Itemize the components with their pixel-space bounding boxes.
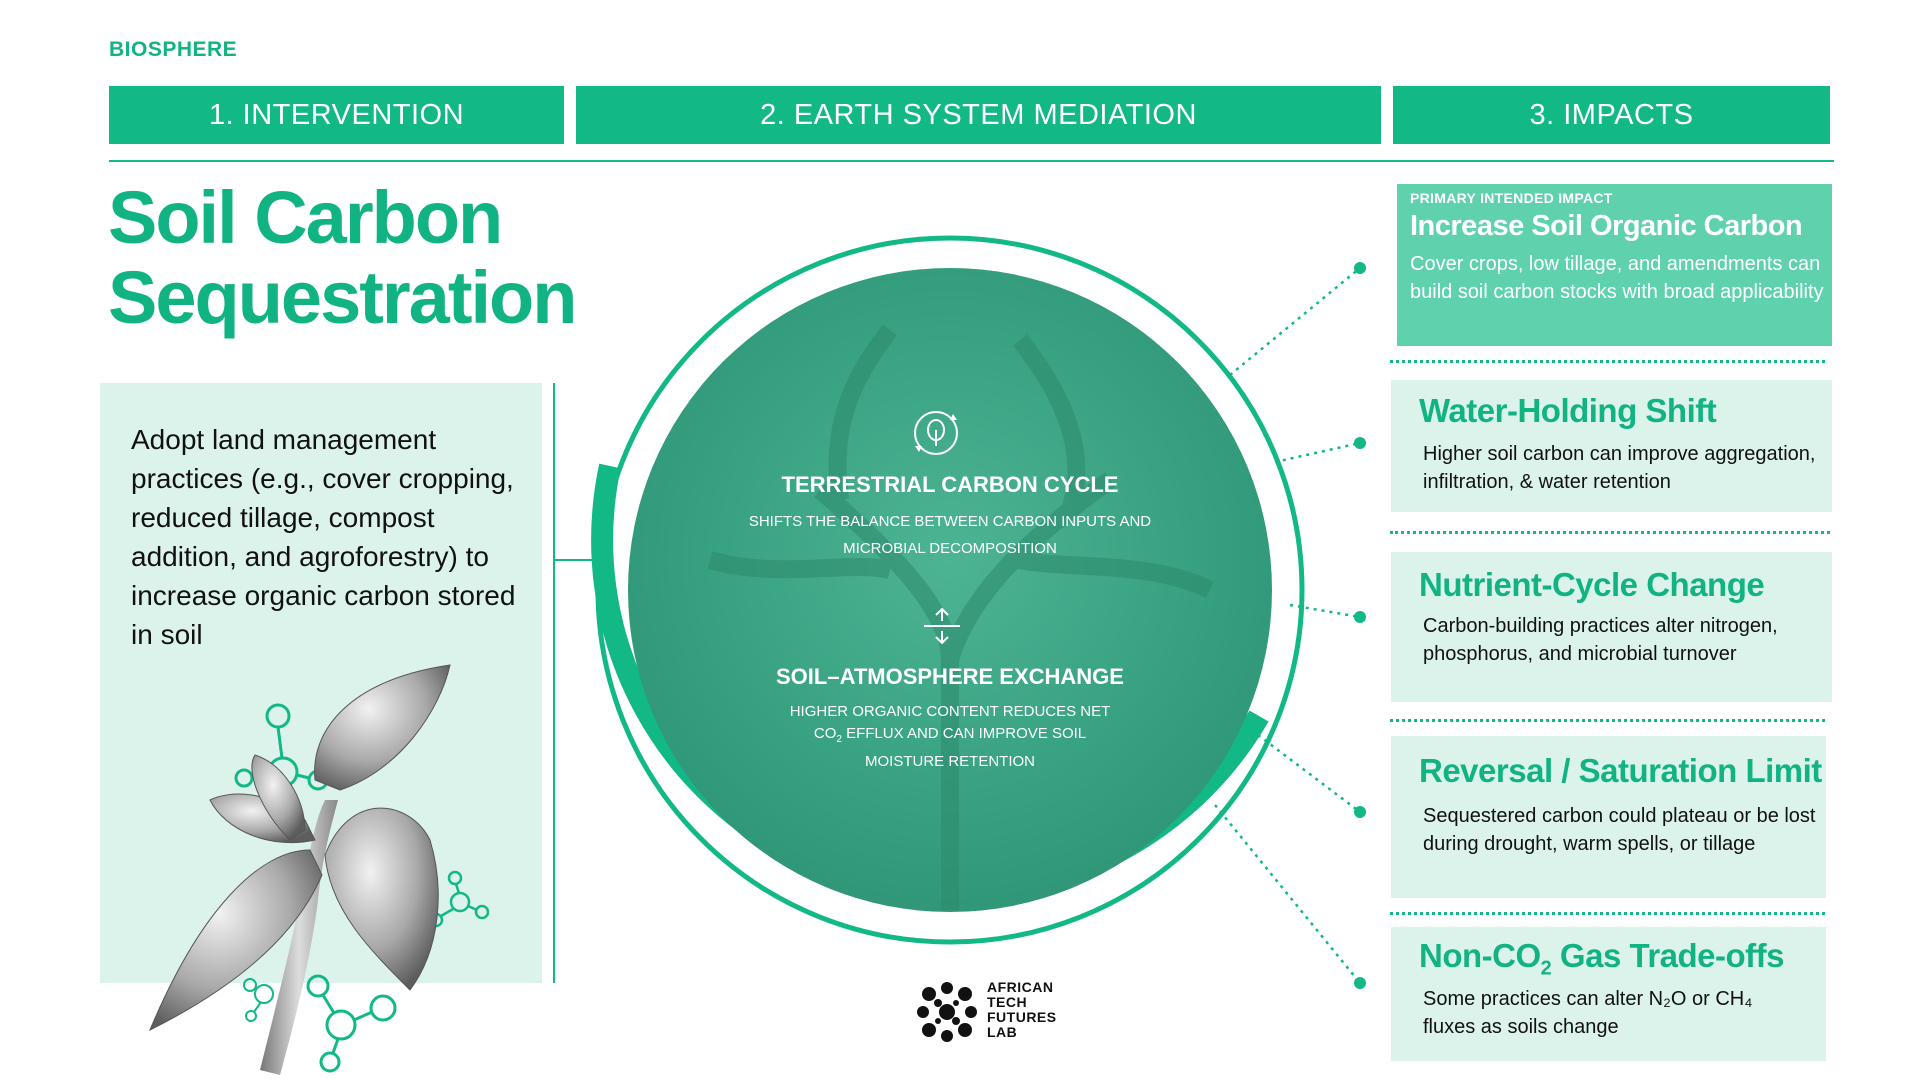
connector-dot-1 (1354, 262, 1366, 274)
intervention-connector-horizontal (555, 559, 610, 561)
impact-nutrient-text: Carbon-building practices alter nitrogen… (1423, 615, 1778, 665)
intervention-title-line1: Soil Carbon (108, 176, 503, 259)
intervention-title: Soil Carbon Sequestration (108, 178, 628, 338)
mediation-block1-text-line1: SHIFTS THE BALANCE BETWEEN CARBON INPUTS… (748, 513, 1152, 530)
logo-line3: FUTURES (987, 1009, 1057, 1025)
header-intervention: 1. INTERVENTION (109, 86, 564, 144)
logo-line2: TECH (987, 994, 1028, 1010)
logo-text: AFRICAN TECH FUTURES LAB (987, 980, 1057, 1040)
molecule-bottom (306, 974, 397, 1073)
intervention-connector-vertical (553, 383, 555, 983)
mediation-block2-text: HIGHER ORGANIC CONTENT REDUCES NET CO2 E… (690, 701, 1210, 773)
intervention-description: Adopt land management practices (e.g., c… (131, 424, 516, 650)
logo-line4: LAB (987, 1024, 1018, 1040)
impact-nutrient-title: Nutrient-Cycle Change (1419, 566, 1765, 603)
tree-cycle-icon (914, 411, 958, 455)
impact-separator-1 (1390, 360, 1825, 363)
exchange-arrows-icon (924, 607, 960, 645)
inner-disc (628, 268, 1272, 912)
mediation-block1-text: SHIFTS THE BALANCE BETWEEN CARBON INPUTS… (690, 508, 1210, 562)
seedling-illustration (149, 664, 490, 1075)
impact-nonco2-card: Non-CO2 Gas Trade-offs Some practices ca… (1391, 927, 1826, 1061)
connector-dot-3 (1354, 611, 1366, 623)
impact-reversal-title: Reversal / Saturation Limit (1419, 752, 1822, 789)
earth-system-circle (591, 235, 1305, 945)
mediation-block2-text-line1: HIGHER ORGANIC CONTENT REDUCES NET (789, 703, 1111, 720)
impact-nutrient-card: Nutrient-Cycle Change Carbon-building pr… (1391, 552, 1832, 702)
header-impacts: 3. IMPACTS (1393, 86, 1830, 144)
impact-nonco2-text: Some practices can alter N₂O or CH₄ flux… (1423, 988, 1753, 1038)
section-tag: BIOSPHERE (109, 38, 238, 61)
mediation-block1-title: TERRESTRIAL CARBON CYCLE (781, 472, 1119, 497)
header-divider (109, 160, 1834, 162)
molecule-bottom-left (243, 978, 274, 1022)
impact-separator-3 (1390, 719, 1825, 722)
connector-dot-2 (1354, 437, 1366, 449)
impact-reversal-text: Sequestered carbon could plateau or be l… (1423, 805, 1816, 855)
impact-reversal-card: Reversal / Saturation Limit Sequestered … (1391, 736, 1826, 898)
header-earth-system-mediation: 2. EARTH SYSTEM MEDIATION (576, 86, 1381, 144)
impact-nonco2-title: Non-CO2 Gas Trade-offs (1419, 937, 1784, 980)
african-tech-futures-lab-logo-icon (917, 982, 977, 1042)
connector-dot-5 (1354, 977, 1366, 989)
impact-water-text: Higher soil carbon can improve aggregati… (1423, 443, 1816, 493)
mediation-block1-text-line2: MICROBIAL DECOMPOSITION (843, 540, 1057, 557)
impact-water-title: Water-Holding Shift (1419, 392, 1717, 429)
impact-separator-2 (1390, 531, 1830, 534)
impact-primary-card: PRIMARY INTENDED IMPACT Increase Soil Or… (1397, 184, 1832, 346)
logo-line1: AFRICAN (987, 979, 1054, 995)
impact-primary-title: Increase Soil Organic Carbon (1410, 210, 1803, 242)
connector-dot-4 (1354, 806, 1366, 818)
mediation-block2-title: SOIL–ATMOSPHERE EXCHANGE (776, 664, 1124, 689)
mediation-block2-text-line2: CO2 EFFLUX AND CAN IMPROVE SOIL (813, 725, 1087, 745)
tree-silhouette (707, 324, 1215, 910)
intervention-panel (100, 383, 542, 983)
intervention-title-line2: Sequestration (108, 256, 577, 339)
impact-separator-4 (1390, 912, 1825, 915)
impact-water-card: Water-Holding Shift Higher soil carbon c… (1391, 380, 1832, 512)
impact-primary-label: PRIMARY INTENDED IMPACT (1410, 190, 1613, 206)
impact-primary-text: Cover crops, low tillage, and amendments… (1410, 253, 1824, 303)
mediation-block2-text-line3: MOISTURE RETENTION (864, 753, 1035, 770)
